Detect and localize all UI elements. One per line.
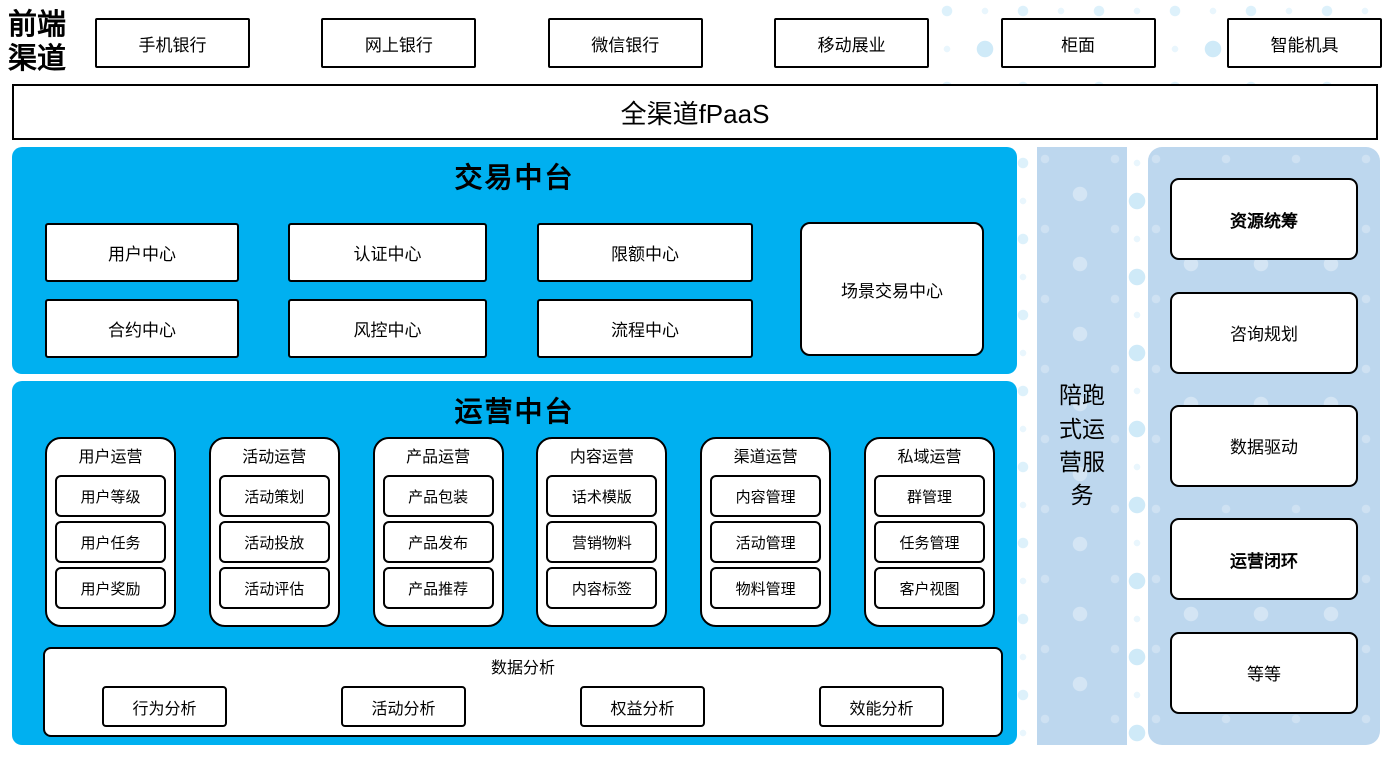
- operation-platform-title: 运营中台: [454, 396, 575, 427]
- group-title: 私域运营: [897, 449, 962, 466]
- user-center-box: 用户中心: [45, 223, 239, 282]
- group-item: 内容管理: [710, 475, 822, 517]
- group-item: 用户任务: [55, 521, 166, 563]
- group-title: 产品运营: [406, 449, 471, 466]
- group-item: 产品包装: [382, 475, 494, 517]
- operation-groups-row: 用户运营 用户等级 用户任务 用户奖励 活动运营 活动策划 活动投放 活动评估 …: [45, 437, 995, 627]
- group-private-domain-operation: 私域运营 群管理 任务管理 客户视图: [863, 437, 995, 627]
- group-item: 活动投放: [218, 521, 330, 563]
- channel-online-banking: 网上银行: [321, 18, 477, 68]
- group-title: 活动运营: [242, 449, 307, 466]
- operation-platform-panel: 运营中台 用户运营 用户等级 用户任务 用户奖励 活动运营 活动策划 活动投放 …: [12, 381, 1017, 745]
- service-operation-loop: 运营闭环: [1170, 518, 1358, 601]
- group-item: 客户视图: [873, 567, 985, 609]
- behavior-analysis-box: 行为分析: [102, 686, 227, 727]
- channel-wechat-banking: 微信银行: [547, 18, 703, 68]
- process-center-box: 流程中心: [537, 299, 753, 358]
- group-item: 活动评估: [218, 567, 330, 609]
- efficiency-analysis-box: 效能分析: [819, 686, 944, 727]
- channel-counter: 柜面: [1000, 18, 1156, 68]
- rights-analysis-box: 权益分析: [580, 686, 705, 727]
- group-item: 活动策划: [218, 475, 330, 517]
- group-title: 内容运营: [569, 449, 634, 466]
- activity-analysis-box: 活动分析: [341, 686, 466, 727]
- service-consulting-planning: 咨询规划: [1170, 291, 1358, 374]
- group-item: 群管理: [873, 475, 985, 517]
- service-etc: 等等: [1170, 631, 1358, 714]
- front-channels-label-line1: 前端: [8, 9, 67, 41]
- group-user-operation: 用户运营 用户等级 用户任务 用户奖励: [45, 437, 176, 627]
- group-content-operation: 内容运营 话术模版 营销物料 内容标签: [536, 437, 668, 627]
- group-item: 物料管理: [710, 567, 822, 609]
- scene-trade-center-box: 场景交易中心: [800, 222, 984, 356]
- data-analysis-row: 行为分析 活动分析 权益分析 效能分析: [102, 686, 944, 727]
- group-item: 任务管理: [873, 521, 985, 563]
- group-title: 渠道运营: [733, 449, 798, 466]
- group-title: 用户运营: [78, 449, 143, 466]
- group-activity-operation: 活动运营 活动策划 活动投放 活动评估: [208, 437, 340, 627]
- front-channels-label: 前端 渠道: [8, 8, 94, 76]
- channel-mobile-marketing: 移动展业: [774, 18, 930, 68]
- group-product-operation: 产品运营 产品包装 产品发布 产品推荐: [372, 437, 504, 627]
- group-item: 用户奖励: [55, 567, 166, 609]
- accompaniment-service-bar: 陪跑式运营服务: [1037, 147, 1127, 745]
- group-item: 产品发布: [382, 521, 494, 563]
- fpaas-bar: 全渠道fPaaS: [12, 84, 1378, 140]
- accompaniment-service-label: 陪跑式运营服务: [1059, 382, 1105, 509]
- group-item: 营销物料: [546, 521, 658, 563]
- group-channel-operation: 渠道运营 内容管理 活动管理 物料管理: [700, 437, 832, 627]
- group-item: 产品推荐: [382, 567, 494, 609]
- auth-center-box: 认证中心: [288, 223, 487, 282]
- group-item: 活动管理: [710, 521, 822, 563]
- channels-row: 手机银行 网上银行 微信银行 移动展业 柜面 智能机具: [95, 18, 1382, 68]
- limit-center-box: 限额中心: [537, 223, 753, 282]
- trade-platform-panel: 交易中台 用户中心 认证中心 限额中心 合约中心 风控中心 流程中心 场景交易中…: [12, 147, 1017, 374]
- data-analysis-title: 数据分析: [490, 660, 555, 677]
- channel-mobile-banking: 手机银行: [95, 18, 250, 68]
- support-services-panel: 资源统筹 咨询规划 数据驱动 运营闭环 等等: [1148, 147, 1380, 745]
- front-channels-label-line2: 渠道: [8, 43, 67, 76]
- data-analysis-panel: 数据分析 行为分析 活动分析 权益分析 效能分析: [43, 647, 1003, 737]
- risk-center-box: 风控中心: [288, 299, 487, 358]
- contract-center-box: 合约中心: [45, 299, 239, 358]
- group-item: 内容标签: [546, 567, 658, 609]
- service-data-driven: 数据驱动: [1170, 404, 1358, 487]
- group-item: 话术模版: [546, 475, 658, 517]
- group-item: 用户等级: [55, 475, 166, 517]
- service-resource-coordination: 资源统筹: [1170, 178, 1358, 261]
- trade-platform-title: 交易中台: [454, 162, 575, 193]
- channel-smart-machines: 智能机具: [1226, 18, 1382, 68]
